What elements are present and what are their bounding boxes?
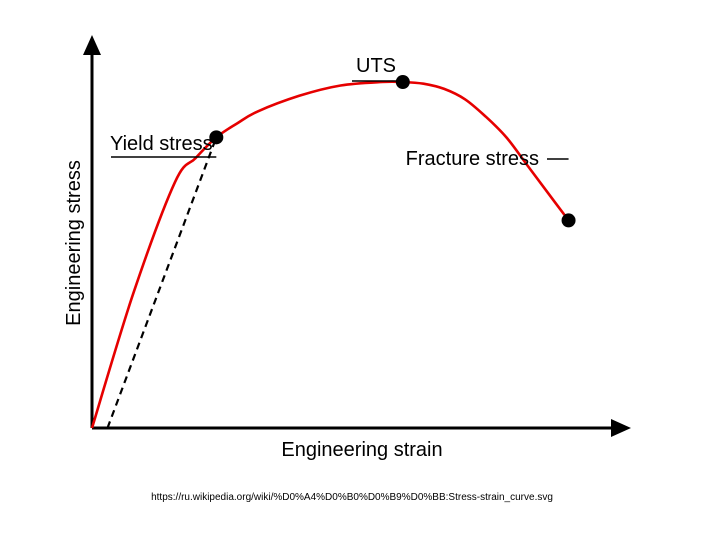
annotation-point-1 <box>395 75 410 89</box>
annotation-label-0: Yield stress <box>110 133 213 155</box>
stress-strain-curve <box>90 80 570 429</box>
source-url: https://ru.wikipedia.org/wiki/%D0%A4%D0%… <box>151 492 553 503</box>
series-layer <box>90 80 570 429</box>
y-axis-label: Engineering stress <box>63 160 85 326</box>
offset-line-1 <box>106 137 218 429</box>
annotation-label-1: UTS <box>356 55 396 77</box>
y-axis-arrow-icon <box>83 35 101 55</box>
axes <box>83 35 631 437</box>
x-axis-arrow-icon <box>611 419 631 437</box>
annotation-layer: Yield stress UTS Fracture stress <box>110 55 576 228</box>
annotation-point-2 <box>561 213 576 228</box>
annotation-point-0 <box>209 130 224 145</box>
x-axis-label: Engineering strain <box>281 439 442 461</box>
annotation-label-2: Fracture stress <box>406 148 539 170</box>
